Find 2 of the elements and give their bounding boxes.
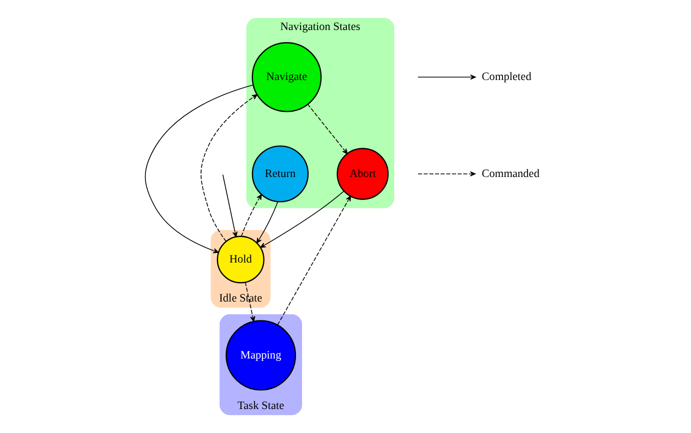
legend-label: Completed bbox=[482, 71, 532, 84]
legend-label: Commanded bbox=[482, 168, 540, 180]
